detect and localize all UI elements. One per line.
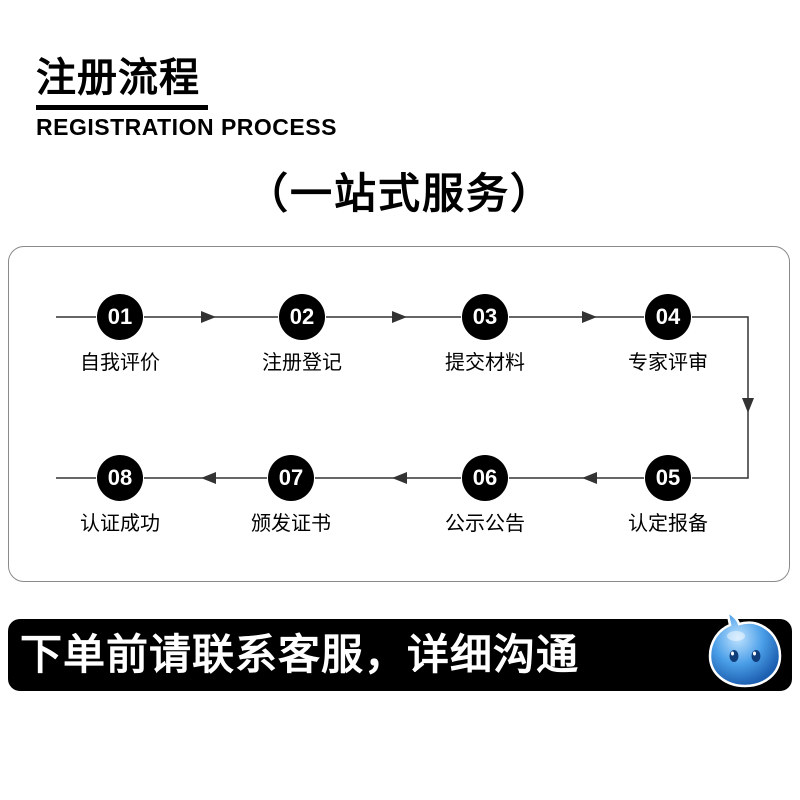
- step-label-01: 自我评价: [80, 350, 160, 374]
- step-badge-05: 05: [645, 455, 691, 501]
- connector-line: [692, 316, 749, 479]
- step-label-03: 提交材料: [445, 350, 525, 374]
- process-flow-box: [8, 246, 790, 582]
- arrow-left-icon: [582, 472, 597, 484]
- step-badge-01: 01: [97, 294, 143, 340]
- step-badge-07: 07: [268, 455, 314, 501]
- arrow-right-icon: [392, 311, 407, 323]
- step-label-08: 认证成功: [80, 511, 160, 535]
- step-badge-02: 02: [279, 294, 325, 340]
- contact-banner: 下单前请联系客服，详细沟通: [8, 619, 792, 691]
- arrow-left-icon: [392, 472, 407, 484]
- page-subtitle: REGISTRATION PROCESS: [36, 114, 337, 140]
- service-slogan: （一站式服务）: [245, 169, 554, 218]
- step-label-05: 认定报备: [628, 511, 708, 535]
- page-title: 注册流程: [36, 55, 200, 101]
- arrow-right-icon: [201, 311, 216, 323]
- step-label-02: 注册登记: [262, 350, 342, 374]
- arrow-down-icon: [742, 398, 754, 413]
- step-badge-08: 08: [97, 455, 143, 501]
- arrow-left-icon: [201, 472, 216, 484]
- title-underline: [36, 105, 208, 110]
- contact-banner-text: 下单前请联系客服，详细沟通: [20, 630, 580, 679]
- qq-penguin-mascot-icon: [708, 609, 782, 688]
- step-label-04: 专家评审: [628, 350, 708, 374]
- step-badge-04: 04: [645, 294, 691, 340]
- step-label-06: 公示公告: [445, 511, 525, 535]
- step-badge-03: 03: [462, 294, 508, 340]
- arrow-right-icon: [582, 311, 597, 323]
- step-label-07: 颁发证书: [251, 511, 331, 535]
- step-badge-06: 06: [462, 455, 508, 501]
